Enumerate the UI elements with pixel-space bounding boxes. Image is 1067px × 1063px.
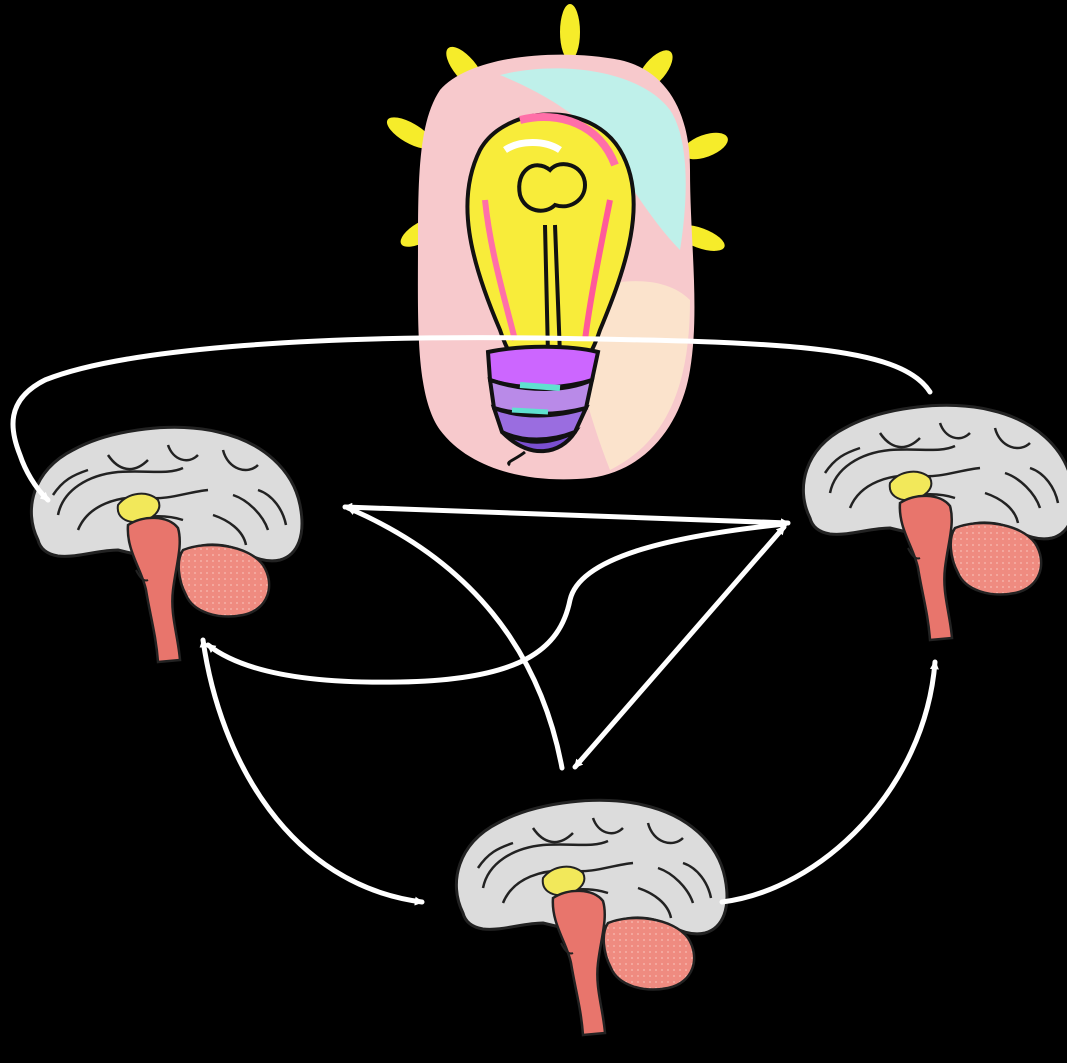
arrow-center-to-left bbox=[348, 508, 562, 768]
brain-left-icon bbox=[31, 427, 302, 662]
light-bulb-icon bbox=[382, 4, 731, 479]
arrow-left-right-bidirectional bbox=[345, 507, 788, 523]
brain-right-icon bbox=[803, 405, 1067, 640]
arrow-bottom-to-right bbox=[722, 662, 935, 902]
brain-bottom-icon bbox=[456, 800, 727, 1035]
